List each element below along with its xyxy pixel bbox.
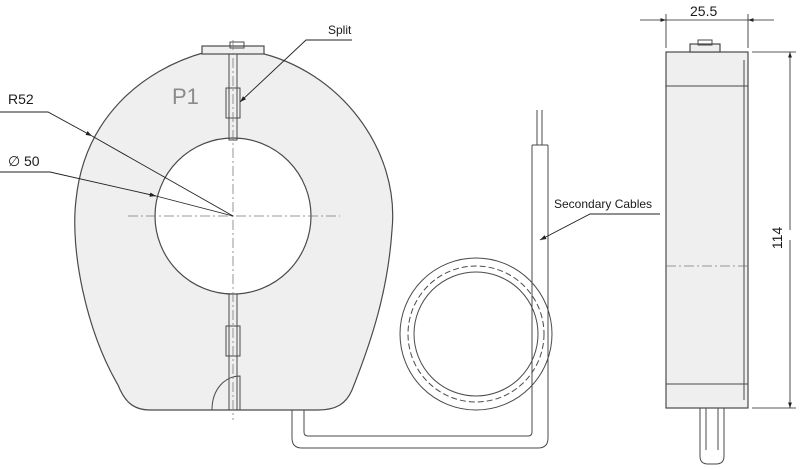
annotations: Split R52 ∅ 50 Secondary Cables [0, 23, 660, 241]
radius-leader-arrow [0, 111, 93, 137]
height-label: 114 [769, 227, 785, 250]
side-terminal-inner [705, 408, 719, 450]
secondary-cables-leader [539, 213, 660, 241]
cable-wire-tip [536, 110, 543, 145]
bottom-hinge [211, 375, 241, 411]
width-label: 25.5 [690, 3, 717, 19]
cable-loop-outer [399, 257, 553, 411]
radius-leader-line [91, 135, 234, 217]
ct-side-view: 25.5 114 [640, 3, 796, 465]
diameter-leader-line [155, 195, 234, 217]
p1-marking: P1 [172, 84, 199, 109]
side-clamp-tab [689, 43, 721, 53]
radius-label: R52 [8, 91, 34, 107]
cable-routing-inner [303, 410, 533, 437]
diameter-leader-arrow [0, 171, 157, 197]
split-label: Split [328, 23, 352, 37]
cable-routing-outer [291, 410, 549, 449]
secondary-cable-assembly [291, 110, 553, 449]
diameter-symbol: ∅ [8, 153, 20, 169]
ct-front-view: P1 [74, 40, 394, 420]
secondary-cables-label: Secondary Cables [554, 197, 652, 211]
cable-loop-inner [413, 271, 539, 397]
side-body [665, 51, 749, 409]
clamp-screw [229, 41, 245, 49]
diameter-label: 50 [24, 153, 40, 169]
side-clamp-screw [697, 39, 713, 46]
side-terminal-outer [699, 408, 725, 465]
cable-loop-middle [407, 265, 545, 403]
split-leader [239, 39, 352, 103]
